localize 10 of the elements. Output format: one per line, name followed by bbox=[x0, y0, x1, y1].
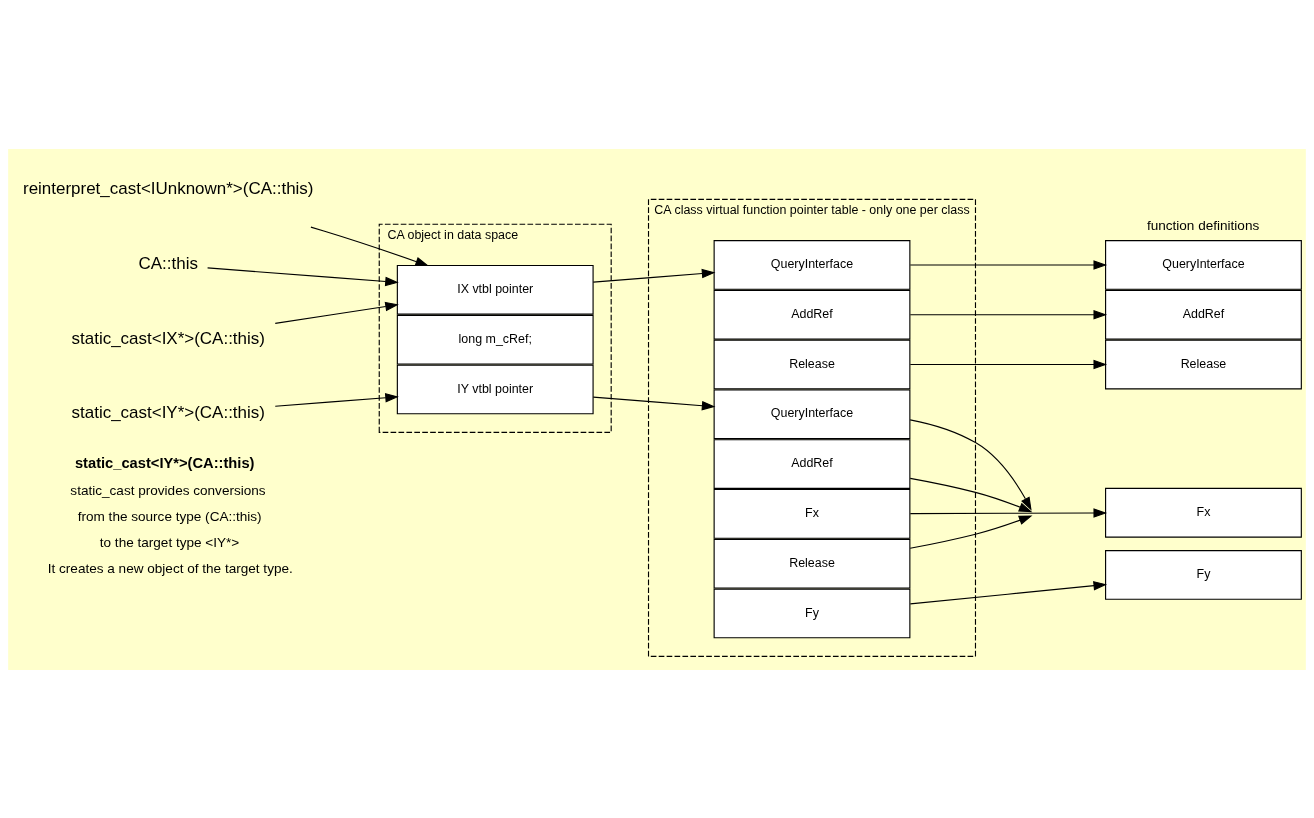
node-text: static_cast<IY*>(CA::this) bbox=[71, 402, 265, 422]
label: from the source type (CA::this) bbox=[77, 508, 262, 524]
node-text: CA::this bbox=[138, 253, 198, 273]
node-text: static_cast<IX*>(CA::this) bbox=[71, 328, 265, 348]
label: static_cast provides conversions bbox=[70, 482, 266, 498]
label: static_cast<IY*>(CA::this) bbox=[74, 454, 255, 471]
node-text: reinterpret_cast<IUnknown*>(CA::this) bbox=[23, 178, 314, 198]
label: to the target type <IY*> bbox=[99, 534, 240, 550]
label: It creates a new object of the target type. bbox=[47, 560, 293, 576]
label: function definitions bbox=[1146, 217, 1260, 233]
